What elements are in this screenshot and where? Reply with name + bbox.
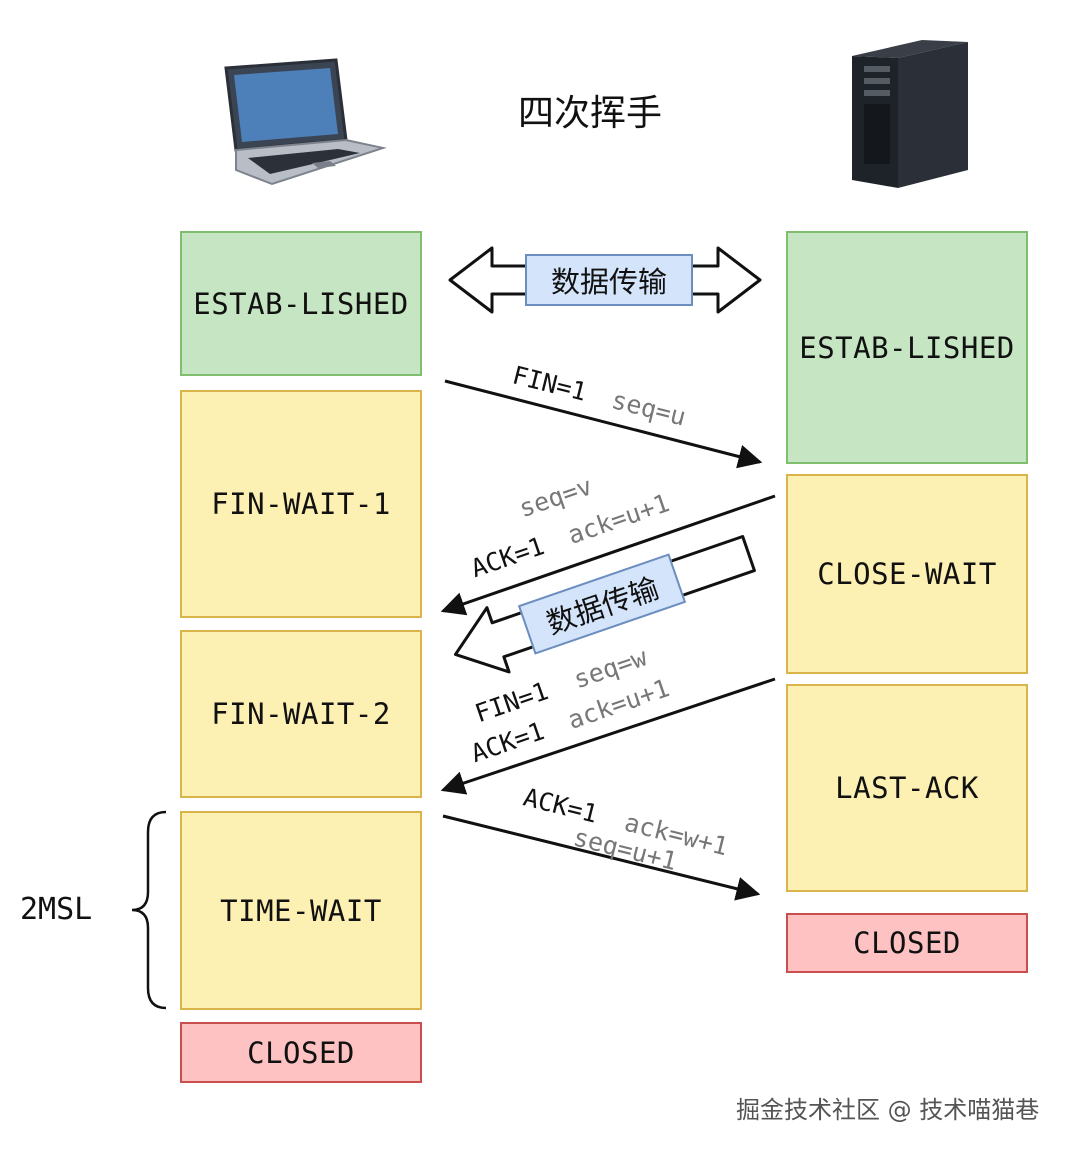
time-wait-duration-label: 2MSL: [20, 892, 93, 927]
data-transfer-label-top: 数据传输: [525, 254, 693, 306]
server-state-close-wait: CLOSE-WAIT: [786, 474, 1028, 674]
server-state-last-ack: LAST-ACK: [786, 684, 1028, 892]
server-state-established: ESTAB-LISHED: [786, 231, 1028, 464]
time-wait-brace: [131, 810, 167, 1010]
client-state-fin-wait-1: FIN-WAIT-1: [180, 390, 422, 618]
client-state-closed: CLOSED: [180, 1022, 422, 1083]
diagram-title: 四次挥手: [517, 93, 662, 134]
client-state-established: ESTAB-LISHED: [180, 231, 422, 376]
client-state-fin-wait-2: FIN-WAIT-2: [180, 630, 422, 798]
arrow-fin-ack-server-to-client: [440, 677, 776, 795]
arrow-fin-client-to-server: [444, 379, 763, 469]
arrow-ack-server-to-client: [440, 494, 776, 616]
arrow-ack-client-to-server: [442, 814, 761, 901]
client-state-time-wait: TIME-WAIT: [180, 811, 422, 1010]
server-state-closed: CLOSED: [786, 913, 1028, 973]
watermark: 掘金技术社区 @ 技术喵猫巷: [736, 1096, 1040, 1124]
